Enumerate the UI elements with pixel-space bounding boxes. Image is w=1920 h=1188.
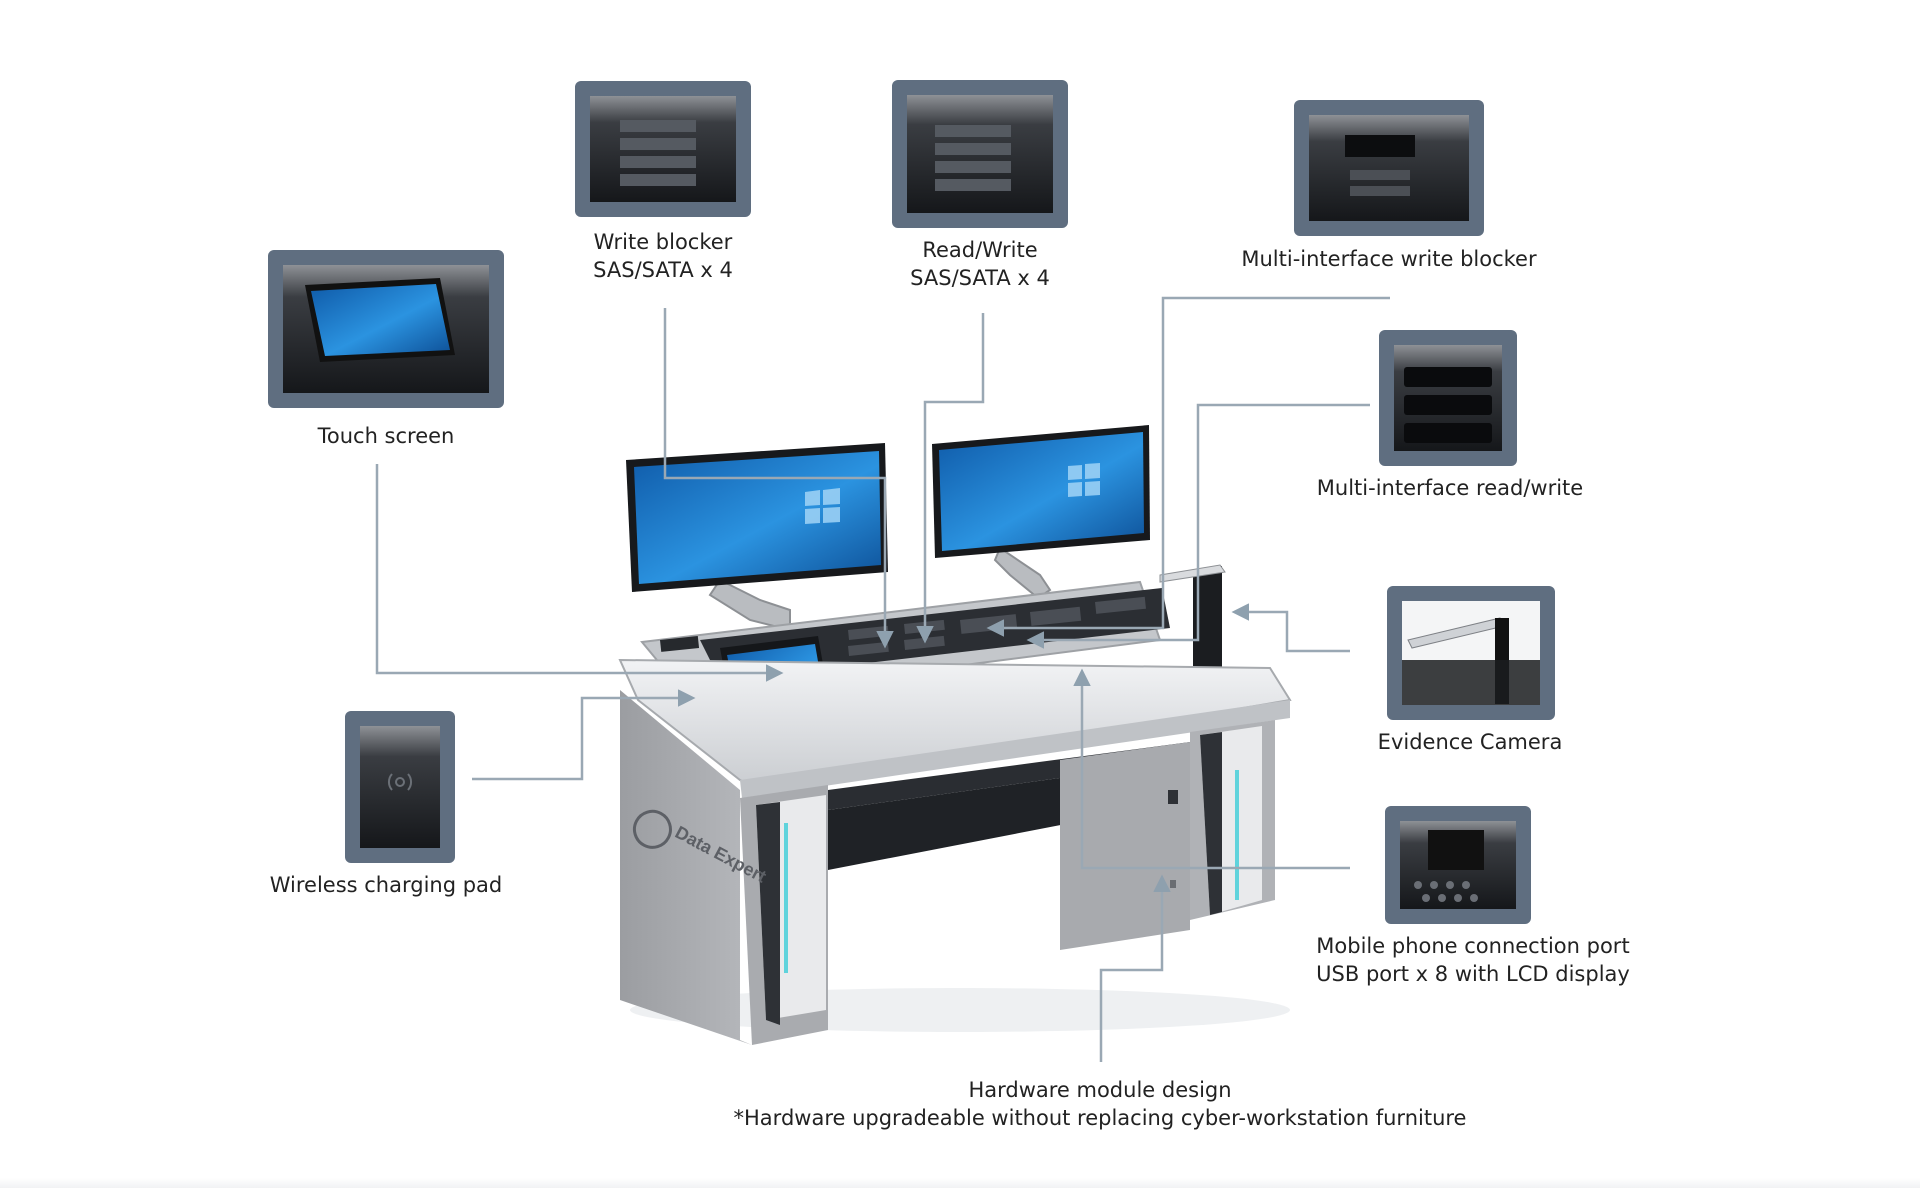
windows-logo-icon <box>805 488 840 524</box>
read-write-line2: SAS/SATA x 4 <box>910 266 1050 290</box>
leader-mobile-port <box>1073 668 1350 870</box>
read-write-line1: Read/Write <box>922 238 1038 262</box>
touch-screen-text: Touch screen <box>317 424 455 448</box>
label-write-blocker: Write blocker SAS/SATA x 4 <box>563 228 763 284</box>
leader-read-write <box>916 313 985 644</box>
mobile-port-line2: USB port x 8 with LCD display <box>1316 962 1630 986</box>
label-hardware-module: Hardware module design *Hardware upgrade… <box>700 1076 1500 1132</box>
thumb-multi-read-write <box>1379 330 1517 466</box>
hardware-module-line1: Hardware module design <box>968 1078 1232 1102</box>
leader-write-blocker <box>663 308 894 649</box>
label-evidence-camera: Evidence Camera <box>1370 728 1570 756</box>
mobile-port-line1: Mobile phone connection port <box>1316 934 1630 958</box>
wireless-charging-text: Wireless charging pad <box>269 873 503 897</box>
bottom-rule <box>0 1178 1920 1188</box>
write-blocker-line1: Write blocker <box>593 230 733 254</box>
thumb-evidence-camera <box>1387 586 1555 720</box>
leader-touch-screen <box>375 464 784 682</box>
hardware-module-line2: *Hardware upgradeable without replacing … <box>733 1106 1467 1130</box>
thumb-multi-write-blocker <box>1294 100 1484 236</box>
thumb-wireless-charging <box>345 711 455 863</box>
label-multi-write-blocker: Multi-interface write blocker <box>1234 245 1544 273</box>
thumb-mobile-port <box>1385 806 1531 924</box>
thumb-touch-screen <box>268 250 504 408</box>
leader-hardware-module <box>1099 874 1171 1062</box>
leader-lines <box>375 296 1390 1062</box>
leader-multi-read-write <box>1026 403 1370 649</box>
thumb-read-write <box>892 80 1068 228</box>
leader-multi-write-blocker <box>986 296 1390 637</box>
left-monitor <box>626 443 888 592</box>
label-mobile-port: Mobile phone connection port USB port x … <box>1303 932 1643 988</box>
desk-illustration: Data Expert <box>618 425 1292 1045</box>
label-multi-read-write: Multi-interface read/write <box>1300 474 1600 502</box>
thumb-write-blocker <box>575 81 751 217</box>
right-monitor <box>932 425 1150 558</box>
multi-read-write-text: Multi-interface read/write <box>1316 476 1584 500</box>
leader-evidence-camera <box>1231 603 1350 653</box>
wireless-charge-icon <box>388 773 412 791</box>
multi-write-blocker-text: Multi-interface write blocker <box>1241 247 1537 271</box>
write-blocker-line2: SAS/SATA x 4 <box>593 258 733 282</box>
label-touch-screen: Touch screen <box>286 422 486 450</box>
windows-logo-icon <box>1068 463 1100 497</box>
leader-wireless-charging <box>472 689 696 781</box>
label-read-write: Read/Write SAS/SATA x 4 <box>880 236 1080 292</box>
evidence-camera-text: Evidence Camera <box>1377 730 1563 754</box>
thumbnails <box>268 80 1555 924</box>
label-wireless-charging: Wireless charging pad <box>266 871 506 899</box>
